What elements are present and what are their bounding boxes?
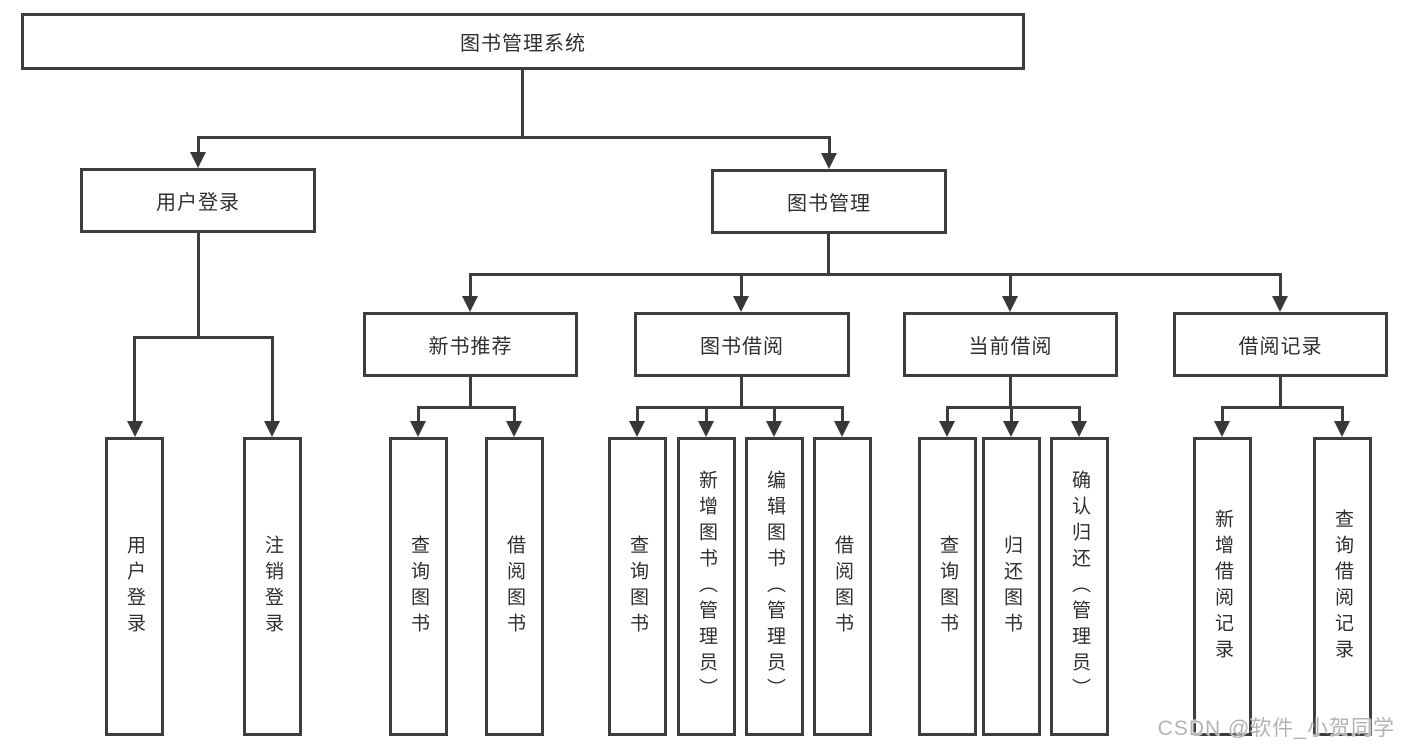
connector-newbook-shaft xyxy=(469,273,472,298)
arrowhead-bb-edit xyxy=(766,421,782,437)
node-borrow-books-borrowing: 借阅图书 xyxy=(813,437,872,736)
arrowhead-book-mgmt xyxy=(821,153,837,169)
node-confirm-return-admin: 确认归还（管理员） xyxy=(1050,437,1109,736)
arrowhead-cb-query xyxy=(939,421,955,437)
arrowhead-logout xyxy=(264,421,280,437)
node-add-borrow-record: 新增借阅记录 xyxy=(1193,437,1252,736)
connector-cb-query-shaft xyxy=(946,406,949,423)
node-return-books-label: 归还图书 xyxy=(1001,534,1022,639)
node-add-borrow-record-label: 新增借阅记录 xyxy=(1212,508,1233,665)
node-user-login: 用户登录 xyxy=(80,168,316,233)
connector-book-mgmt-shaft xyxy=(828,136,831,155)
arrowhead-bb-add xyxy=(698,421,714,437)
arrowhead-records xyxy=(1272,296,1288,312)
connector-book-mgmt-stem xyxy=(827,234,830,276)
connector-cb-confirm-shaft xyxy=(1078,406,1081,423)
connector-nb-query-shaft xyxy=(417,406,420,423)
node-edit-book-admin-label: 编辑图书（管理员） xyxy=(764,469,785,704)
node-book-borrowing: 图书借阅 xyxy=(634,312,850,377)
arrowhead-login-leaf xyxy=(127,421,143,437)
arrowhead-bb-query xyxy=(629,421,645,437)
connector-rc-add-shaft xyxy=(1221,406,1224,423)
node-borrow-books-recommend: 借阅图书 xyxy=(485,437,544,736)
connector-borrowing-stem xyxy=(740,377,743,409)
connector-cb-return-shaft xyxy=(1010,406,1013,423)
connector-rc-query-shaft xyxy=(1341,406,1344,423)
node-book-management: 图书管理 xyxy=(711,169,947,234)
arrowhead-borrowing xyxy=(733,296,749,312)
connector-records-bar xyxy=(1221,406,1344,409)
arrowhead-current xyxy=(1002,296,1018,312)
connector-current-shaft xyxy=(1009,273,1012,298)
arrowhead-cb-confirm xyxy=(1071,421,1087,437)
node-query-borrow-record-label: 查询借阅记录 xyxy=(1332,508,1353,665)
arrowhead-nb-borrow xyxy=(506,421,522,437)
arrowhead-rc-query xyxy=(1334,421,1350,437)
arrowhead-user-login xyxy=(190,152,206,168)
arrowhead-nb-query xyxy=(410,421,426,437)
node-query-books-borrowing: 查询图书 xyxy=(608,437,667,736)
node-borrow-books-borrowing-label: 借阅图书 xyxy=(832,534,853,639)
connector-records-stem xyxy=(1279,377,1282,409)
connector-user-login-stem xyxy=(197,233,200,339)
node-current-borrowing-label: 当前借阅 xyxy=(968,336,1053,358)
connector-level2-bar xyxy=(197,136,831,139)
connector-newbook-bar xyxy=(417,406,516,409)
node-query-borrow-record: 查询借阅记录 xyxy=(1313,437,1372,736)
node-query-books-borrowing-label: 查询图书 xyxy=(627,534,648,639)
connector-user-login-bar xyxy=(133,336,274,339)
node-borrow-books-recommend-label: 借阅图书 xyxy=(504,534,525,639)
connector-user-login-shaft xyxy=(197,136,200,154)
node-add-book-admin: 新增图书（管理员） xyxy=(677,437,736,736)
node-user-login-leaf-label: 用户登录 xyxy=(124,534,145,639)
connector-level3-bar xyxy=(469,273,1282,276)
arrowhead-rc-add xyxy=(1214,421,1230,437)
node-new-book-recommendation: 新书推荐 xyxy=(363,312,578,377)
connector-logout-shaft xyxy=(271,336,274,423)
node-add-book-admin-label: 新增图书（管理员） xyxy=(696,469,717,704)
node-query-books-recommend-label: 查询图书 xyxy=(408,534,429,639)
node-library-system-label: 图书管理系统 xyxy=(460,33,586,55)
connector-records-shaft xyxy=(1279,273,1282,298)
node-logout-login: 注销登录 xyxy=(243,437,302,736)
node-library-system: 图书管理系统 xyxy=(21,13,1025,70)
connector-nb-borrow-shaft xyxy=(513,406,516,423)
node-edit-book-admin: 编辑图书（管理员） xyxy=(745,437,804,736)
arrowhead-bb-borrow xyxy=(834,421,850,437)
arrowhead-newbook xyxy=(462,296,478,312)
watermark: CSDN @软件_小贺同学 xyxy=(1157,717,1395,740)
connector-bb-edit-shaft xyxy=(773,406,776,423)
connector-borrowing-bar xyxy=(636,406,844,409)
node-query-books-recommend: 查询图书 xyxy=(389,437,448,736)
node-book-borrowing-label: 图书借阅 xyxy=(700,336,784,358)
node-confirm-return-admin-label: 确认归还（管理员） xyxy=(1069,469,1090,704)
node-user-login-label: 用户登录 xyxy=(156,192,240,214)
node-current-borrowing: 当前借阅 xyxy=(903,312,1118,377)
node-borrowing-records-label: 借阅记录 xyxy=(1238,336,1323,358)
connector-borrowing-shaft xyxy=(740,273,743,298)
connector-bb-add-shaft xyxy=(705,406,708,423)
connector-bb-query-shaft xyxy=(636,406,639,423)
connector-newbook-stem xyxy=(469,377,472,409)
node-logout-login-label: 注销登录 xyxy=(262,534,283,639)
connector-root-stem xyxy=(521,70,524,139)
node-book-management-label: 图书管理 xyxy=(787,193,871,215)
arrowhead-cb-return xyxy=(1003,421,1019,437)
connector-login-leaf-shaft xyxy=(133,336,136,423)
node-return-books: 归还图书 xyxy=(982,437,1041,736)
connector-current-bar xyxy=(946,406,1081,409)
node-borrowing-records: 借阅记录 xyxy=(1173,312,1388,377)
connector-bb-borrow-shaft xyxy=(841,406,844,423)
node-query-books-current-label: 查询图书 xyxy=(937,534,958,639)
node-new-book-recommendation-label: 新书推荐 xyxy=(428,336,513,358)
node-user-login-leaf: 用户登录 xyxy=(105,437,164,736)
node-query-books-current: 查询图书 xyxy=(918,437,977,736)
connector-current-stem xyxy=(1009,377,1012,409)
